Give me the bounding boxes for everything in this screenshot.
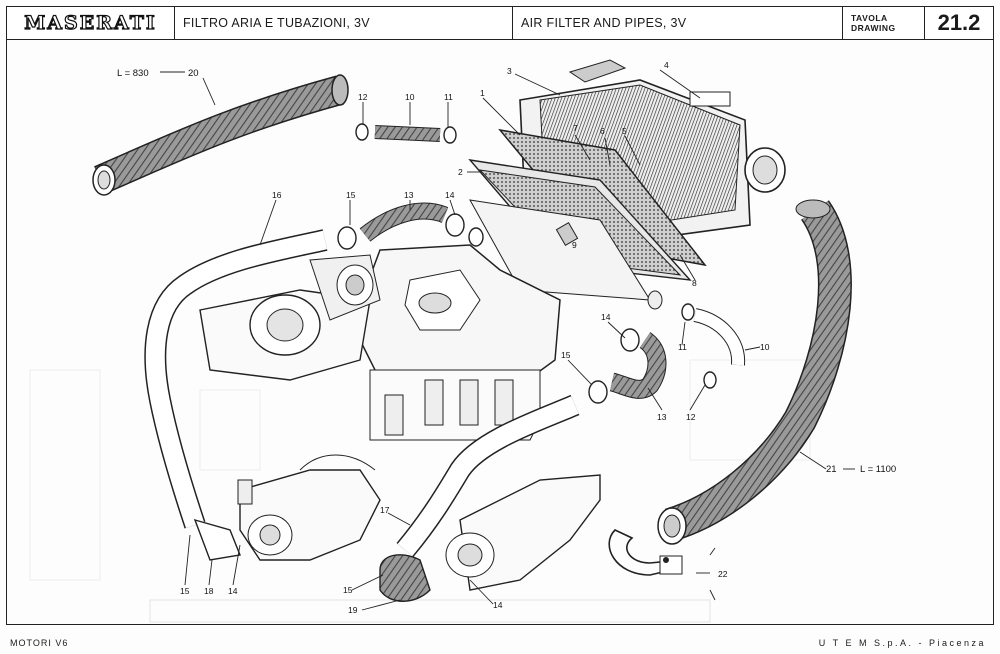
callout-14-top: 14 <box>445 190 455 200</box>
hose-13-top-part <box>337 202 484 250</box>
intake-manifold-part <box>199 244 561 441</box>
callout-18: 18 <box>204 586 214 596</box>
callout-19: 19 <box>348 605 358 615</box>
title-italian: FILTRO ARIA E TUBAZIONI, 3V <box>175 7 513 39</box>
callout-20-length: L = 830 <box>117 68 149 79</box>
hose-10-top-part <box>355 123 457 144</box>
brand-logo-text: MASERATI <box>24 11 157 34</box>
tavola-label: TAVOLA <box>851 13 888 23</box>
callout-15-mid: 15 <box>561 350 571 360</box>
drawing-label: TAVOLA DRAWING <box>843 7 925 39</box>
footer-engine-series: MOTORI V6 <box>10 638 69 648</box>
callout-17: 17 <box>380 505 390 515</box>
pipe-16-part <box>144 229 328 529</box>
turbo-left-part <box>193 454 381 561</box>
callout-21-length: L = 1100 <box>860 464 896 475</box>
callout-6: 6 <box>600 126 605 136</box>
callout-14-mid: 14 <box>601 312 611 322</box>
callout-labels: L = 830 20 12 10 11 1 2 3 4 5 6 7 8 9 16… <box>117 60 896 615</box>
hose-10-right-part <box>647 290 746 389</box>
title-block: MASERATI FILTRO ARIA E TUBAZIONI, 3V AIR… <box>6 6 994 40</box>
clamp-22-part <box>608 529 683 576</box>
callout-11-right: 11 <box>678 342 687 352</box>
brand-logo: MASERATI <box>7 7 175 39</box>
drawing-frame <box>6 40 994 625</box>
callout-9: 9 <box>572 240 577 250</box>
callout-10-right: 10 <box>760 342 770 352</box>
callout-16: 16 <box>272 190 282 200</box>
air-filter-box-part <box>468 59 786 301</box>
hose-20-part <box>92 74 349 196</box>
callout-14-bottom: 14 <box>493 600 503 610</box>
callout-12-top: 12 <box>358 92 368 102</box>
callout-1: 1 <box>480 88 485 98</box>
callout-15-top: 15 <box>346 190 356 200</box>
callout-20: 20 <box>188 68 199 79</box>
drawing-word-label: DRAWING <box>851 23 896 33</box>
callout-8: 8 <box>692 278 697 288</box>
drawing-number: 21.2 <box>937 10 981 35</box>
callout-13-right: 13 <box>657 412 667 422</box>
callout-13-top: 13 <box>404 190 414 200</box>
callout-11-top: 11 <box>444 92 453 102</box>
callout-5: 5 <box>622 126 627 136</box>
callout-15-left: 15 <box>180 586 190 596</box>
callout-4: 4 <box>664 60 669 70</box>
callout-22: 22 <box>718 569 728 579</box>
hose-21-part <box>657 199 852 545</box>
callout-12-right: 12 <box>686 412 696 422</box>
callout-10-top: 10 <box>405 92 415 102</box>
turbo-right-part <box>379 474 601 602</box>
pipe-17-part <box>396 394 580 558</box>
callout-14-left: 14 <box>228 586 238 596</box>
callout-21: 21 <box>826 464 837 475</box>
hose-13-right-part <box>588 328 667 404</box>
callout-15-bottom: 15 <box>343 585 353 595</box>
footer-publisher: U T E M S.p.A. - Piacenza <box>818 638 986 648</box>
title-english: AIR FILTER AND PIPES, 3V <box>513 7 843 39</box>
callout-2: 2 <box>458 167 463 177</box>
callout-7: 7 <box>573 123 578 133</box>
leader-lines <box>160 69 855 611</box>
callout-3: 3 <box>507 66 512 76</box>
